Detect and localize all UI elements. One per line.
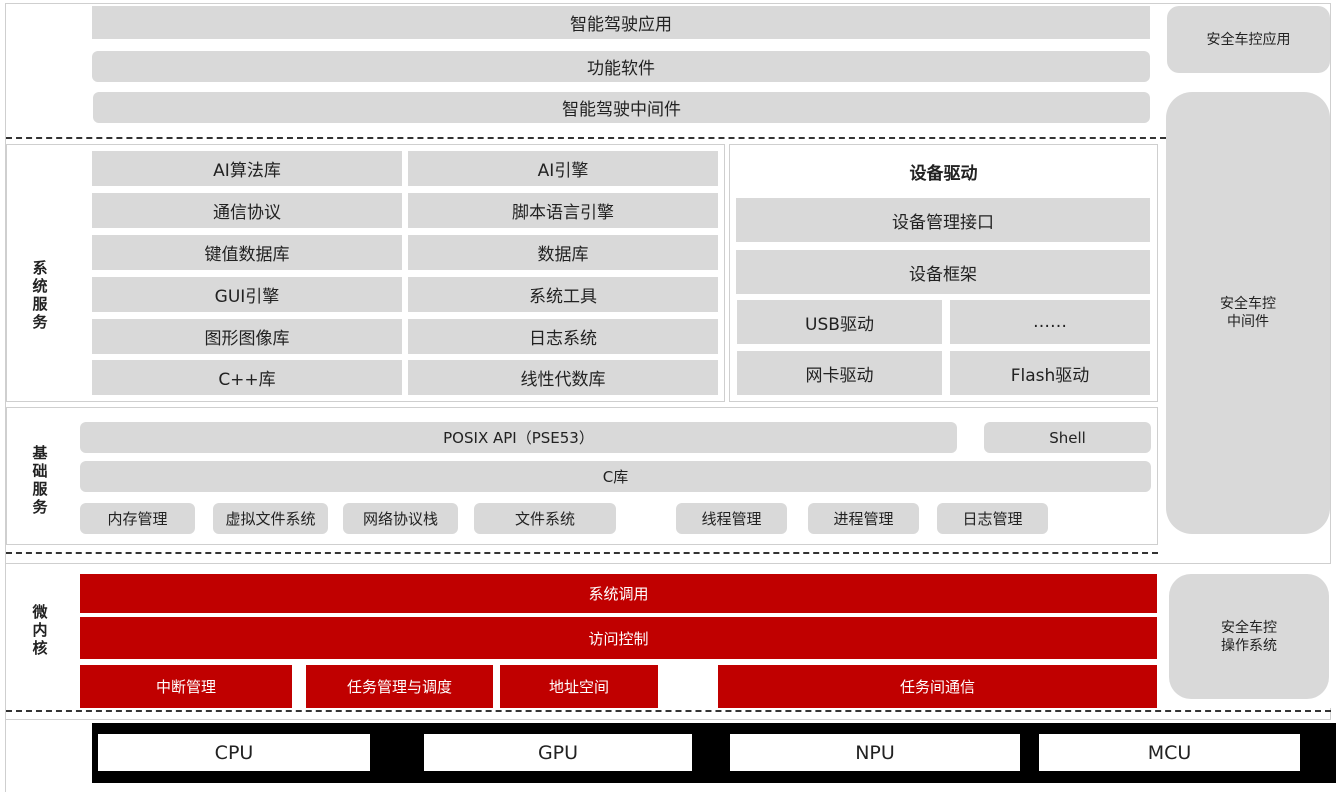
module-memory-mgmt: 内存管理 — [80, 503, 195, 534]
safety-vehicle-control-os: 安全车控 操作系统 — [1169, 574, 1329, 699]
module-network-stack: 网络协议栈 — [343, 503, 458, 534]
more-drivers: …… — [950, 300, 1150, 344]
posix-api: POSIX API（PSE53） — [80, 422, 957, 453]
lib-comm-protocol: 通信协议 — [92, 193, 402, 228]
app-layer-label: 功能软件 — [587, 59, 655, 79]
layer-divider — [6, 137, 1166, 139]
lib-gui-engine: GUI引擎 — [92, 277, 402, 312]
hardware-cpu: CPU — [98, 734, 370, 771]
nic-driver: 网卡驱动 — [737, 351, 942, 395]
lib-linear-algebra: 线性代数库 — [408, 360, 718, 395]
app-layer-function-software: 功能软件 — [92, 51, 1150, 82]
shell: Shell — [984, 422, 1151, 453]
app-layer-smart-driving-middleware: 智能驾驶中间件 — [93, 92, 1150, 123]
system-call: 系统调用 — [80, 574, 1157, 613]
ipc: 任务间通信 — [718, 665, 1157, 708]
system-services-frame — [6, 144, 725, 402]
lib-ai-engine: AI引擎 — [408, 151, 718, 186]
safety-vehicle-control-app: 安全车控应用 — [1167, 6, 1330, 73]
hardware-gpu: GPU — [424, 734, 692, 771]
app-layer-smart-driving-app: 智能驾驶应用 — [92, 6, 1150, 39]
layer-divider — [6, 710, 1331, 712]
safety-vehicle-control-middleware: 安全车控 中间件 — [1166, 92, 1330, 534]
access-control: 访问控制 — [80, 617, 1157, 659]
app-layer-label: 智能驾驶中间件 — [562, 100, 681, 120]
device-driver-title: 设备驱动 — [909, 163, 978, 184]
system-services-label: 系 统 服 务 — [32, 259, 48, 331]
device-mgmt-interface: 设备管理接口 — [736, 198, 1150, 242]
interrupt-mgmt: 中断管理 — [80, 665, 292, 708]
lib-kv-database: 键值数据库 — [92, 235, 402, 270]
lib-script-engine: 脚本语言引擎 — [408, 193, 718, 228]
flash-driver: Flash驱动 — [950, 351, 1150, 395]
c-library: C库 — [80, 461, 1151, 492]
device-framework: 设备框架 — [736, 250, 1150, 294]
usb-driver: USB驱动 — [737, 300, 942, 344]
module-thread-mgmt: 线程管理 — [676, 503, 787, 534]
app-layer-label: 智能驾驶应用 — [570, 15, 672, 35]
hardware-mcu: MCU — [1039, 734, 1300, 771]
hardware-npu: NPU — [730, 734, 1020, 771]
basic-services-label: 基 础 服 务 — [32, 444, 48, 516]
lib-log-system: 日志系统 — [408, 319, 718, 354]
address-space: 地址空间 — [500, 665, 658, 708]
lib-system-tools: 系统工具 — [408, 277, 718, 312]
module-log-mgmt: 日志管理 — [937, 503, 1048, 534]
layer-divider — [6, 552, 1158, 554]
module-file-system: 文件系统 — [474, 503, 616, 534]
lib-ai-algorithm: AI算法库 — [92, 151, 402, 186]
lib-graphics: 图形图像库 — [92, 319, 402, 354]
microkernel-label: 微 内 核 — [32, 603, 48, 657]
module-process-mgmt: 进程管理 — [808, 503, 919, 534]
module-vfs: 虚拟文件系统 — [213, 503, 328, 534]
lib-database: 数据库 — [408, 235, 718, 270]
task-scheduling: 任务管理与调度 — [306, 665, 493, 708]
lib-cpp: C++库 — [92, 360, 402, 395]
